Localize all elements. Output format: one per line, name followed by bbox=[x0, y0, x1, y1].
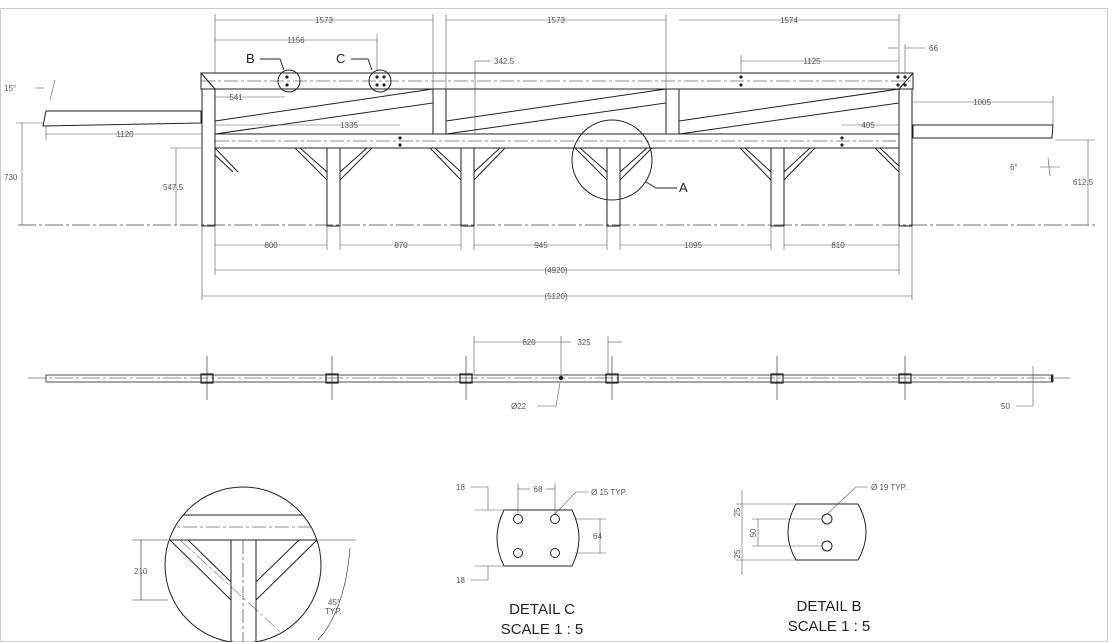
dim-45-typ-angle: 45° bbox=[328, 598, 340, 607]
dim-b-dia19-typ: Ø 19 TYP. bbox=[871, 483, 907, 492]
detail-c-dimensions bbox=[470, 483, 606, 581]
dim-c-18-top: 18 bbox=[456, 483, 465, 492]
dim-c-dia15-typ: Ø 15 TYP. bbox=[591, 488, 627, 497]
dim-dia22: Ø22 bbox=[511, 402, 527, 411]
dim-405: 405 bbox=[861, 121, 875, 130]
dim-945: 945 bbox=[534, 241, 548, 250]
callout-a: A bbox=[679, 180, 688, 195]
detail-c-view bbox=[496, 509, 580, 567]
dim-45-typ-note: TYP. bbox=[325, 607, 342, 616]
dim-870: 870 bbox=[394, 241, 408, 250]
callout-c: C bbox=[336, 51, 345, 66]
dim-b-50: 50 bbox=[749, 528, 758, 537]
dim-top-1573-b: 1573 bbox=[547, 16, 565, 25]
detail-b-scale: SCALE 1 : 5 bbox=[788, 618, 871, 635]
callout-labels: B C A bbox=[246, 51, 688, 195]
dim-547-5: 547.5 bbox=[163, 183, 184, 192]
plan-view bbox=[28, 356, 1070, 400]
dim-541: 541 bbox=[229, 93, 243, 102]
detail-c-scale: SCALE 1 : 5 bbox=[501, 621, 584, 638]
dim-1156: 1156 bbox=[287, 36, 305, 45]
dim-1120: 1120 bbox=[116, 130, 134, 139]
detail-c-title: DETAIL C bbox=[509, 601, 575, 618]
dim-15deg: 15° bbox=[4, 84, 16, 93]
dimension-texts: 1573 1573 1574 1156 66 342.5 1125 15° 54… bbox=[4, 16, 1094, 616]
dim-1005: 1005 bbox=[973, 98, 991, 107]
dim-top-1573-a: 1573 bbox=[315, 16, 333, 25]
dim-342-5: 342.5 bbox=[494, 57, 515, 66]
callout-b: B bbox=[246, 51, 255, 66]
dim-top-1574: 1574 bbox=[780, 16, 798, 25]
dim-1095: 1095 bbox=[684, 241, 702, 250]
detail-titles: DETAIL C SCALE 1 : 5 DETAIL B SCALE 1 : … bbox=[501, 598, 871, 638]
dim-800: 800 bbox=[264, 241, 278, 250]
dim-730: 730 bbox=[4, 173, 18, 182]
dim-620: 620 bbox=[522, 338, 536, 347]
dim-c-18-bottom: 18 bbox=[456, 576, 465, 585]
detail-b-title: DETAIL B bbox=[796, 598, 861, 615]
dim-1125: 1125 bbox=[803, 57, 821, 66]
dim-b-25-top: 25 bbox=[733, 507, 742, 516]
dim-66: 66 bbox=[929, 44, 938, 53]
dim-c-64: 64 bbox=[593, 532, 602, 541]
detail-b-view bbox=[787, 503, 867, 561]
dim-4920: (4920) bbox=[544, 266, 567, 275]
dim-5120: (5120) bbox=[544, 292, 567, 301]
dim-810: 810 bbox=[831, 241, 845, 250]
dim-c-68: 68 bbox=[534, 485, 543, 494]
elevation-view bbox=[18, 58, 1095, 227]
dim-325: 325 bbox=[577, 338, 591, 347]
dim-612-5: 612.5 bbox=[1073, 178, 1094, 187]
dim-1335: 1335 bbox=[340, 121, 358, 130]
elevation-dimensions bbox=[16, 14, 1095, 300]
dim-210: 210 bbox=[134, 567, 148, 576]
dim-50: 50 bbox=[1001, 402, 1010, 411]
dim-b-25-bottom: 25 bbox=[733, 549, 742, 558]
detail-a-view bbox=[132, 486, 356, 642]
plan-dimensions bbox=[473, 336, 1034, 407]
dim-6deg: 6° bbox=[1010, 163, 1018, 172]
detail-b-dimensions bbox=[736, 486, 868, 575]
